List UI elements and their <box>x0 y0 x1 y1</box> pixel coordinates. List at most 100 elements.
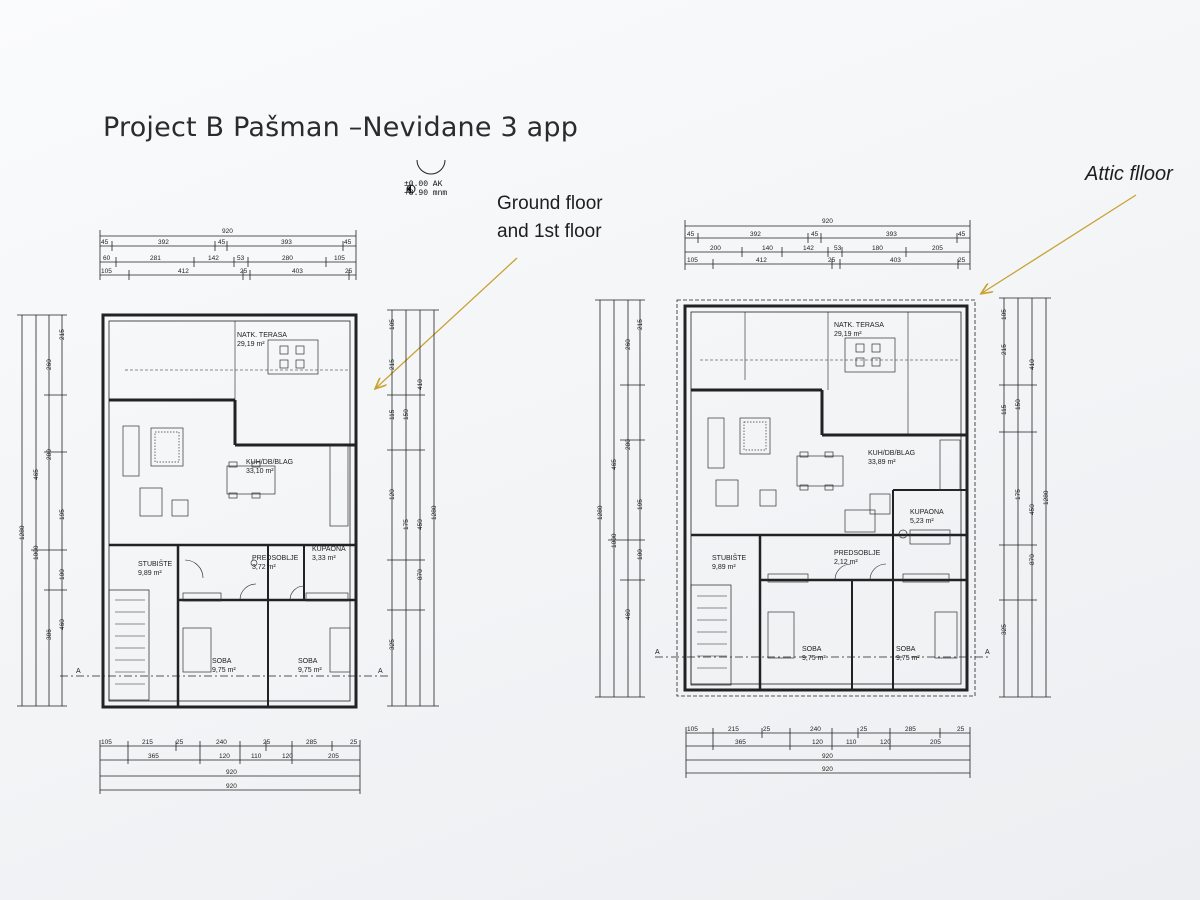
attic-top-total: 920 <box>822 218 833 225</box>
svg-text:325: 325 <box>389 639 396 650</box>
attic-top-r3-c: 25 <box>828 257 836 264</box>
ground-kitchen-name: KUH/DB/BLAG <box>246 459 293 466</box>
attic-floor-plan: 920 45 392 45 393 45 200 140 142 53 180 … <box>595 218 1051 778</box>
attic-stairs-name: STUBIŠTE <box>712 553 747 562</box>
svg-text:410: 410 <box>1029 359 1036 370</box>
svg-text:465: 465 <box>611 459 618 470</box>
ground-top-r1-a: 45 <box>101 239 109 246</box>
svg-text:150: 150 <box>403 409 410 420</box>
svg-text:215: 215 <box>389 359 396 370</box>
ground-top-r1-d: 393 <box>281 239 292 246</box>
attic-top-r3-d: 403 <box>890 257 901 264</box>
attic-bot-r2-c: 110 <box>846 739 857 746</box>
attic-bath-name: KUPAONA <box>910 509 944 516</box>
svg-text:1280: 1280 <box>431 505 438 520</box>
svg-text:1280: 1280 <box>1043 490 1050 505</box>
attic-bot-r1-b: 215 <box>728 726 739 733</box>
ground-bot-r2-d: 120 <box>282 753 293 760</box>
ground-right-dimensions <box>387 309 439 707</box>
ground-bot-r1-f: 285 <box>306 739 317 746</box>
level-mark-line2: +8.90 mnm <box>404 189 448 198</box>
svg-text:175: 175 <box>403 519 410 530</box>
ground-floor-arrow <box>376 257 518 388</box>
svg-text:175: 175 <box>1015 489 1022 500</box>
ground-bed1-area: 9,75 m² <box>212 667 236 674</box>
svg-text:410: 410 <box>417 379 424 390</box>
svg-text:120: 120 <box>389 489 396 500</box>
ground-top-r2-a: 60 <box>103 255 111 262</box>
svg-text:1000: 1000 <box>611 533 618 548</box>
ground-floor-caption: Ground floor and 1st floor <box>497 190 647 245</box>
attic-bath-area: 5,23 m² <box>910 518 934 525</box>
ground-top-r2-e: 280 <box>282 255 293 262</box>
svg-text:105: 105 <box>389 319 396 330</box>
ground-top-r2-c: 142 <box>208 255 219 262</box>
attic-top-r2-c: 142 <box>803 245 814 252</box>
svg-text:386: 386 <box>46 629 53 640</box>
ground-top-r2-f: 105 <box>334 255 345 262</box>
svg-text:1280: 1280 <box>19 525 26 540</box>
ground-bot-r3: 920 <box>226 769 237 776</box>
ground-bot-r1-a: 105 <box>101 739 112 746</box>
ground-floor-plan: 920 45 392 45 393 45 60 281 142 53 280 1… <box>17 228 439 794</box>
attic-top-r1-b: 392 <box>750 231 761 238</box>
ground-stairs-name: STUBIŠTE <box>138 559 173 568</box>
ground-bot-r1-d: 240 <box>216 739 227 746</box>
attic-bot-r1-e: 25 <box>860 726 868 733</box>
attic-terrace-name: NATK. TERASA <box>834 322 884 329</box>
attic-bot-r1-c: 25 <box>763 726 771 733</box>
ground-bot-r1-b: 215 <box>142 739 153 746</box>
ground-top-r2-b: 281 <box>150 255 161 262</box>
attic-walls <box>655 299 990 697</box>
ground-caption-line2: and 1st floor <box>497 220 602 242</box>
attic-floor-arrow <box>982 194 1137 293</box>
ground-bottom-dimensions <box>99 740 361 794</box>
attic-left-dimensions <box>595 299 645 698</box>
attic-top-r3-e: 25 <box>958 257 966 264</box>
ground-section-mark-right: A <box>378 668 383 675</box>
attic-bottom-dimensions <box>685 727 971 778</box>
svg-text:280: 280 <box>46 449 53 460</box>
attic-terrace-area: 29,19 m² <box>834 331 862 338</box>
attic-bed2-name: SOBA <box>896 646 916 653</box>
ground-bot-r1-c: 25 <box>176 739 184 746</box>
attic-stairs-area: 9,89 m² <box>712 564 736 571</box>
attic-hall-name: PREDSOBLJE <box>834 550 881 557</box>
svg-text:450: 450 <box>417 519 424 530</box>
attic-bot-r1-d: 240 <box>810 726 821 733</box>
svg-text:1280: 1280 <box>597 505 604 520</box>
svg-text:100: 100 <box>637 549 644 560</box>
attic-hall-area: 2,12 m² <box>834 559 858 566</box>
svg-text:1000: 1000 <box>33 545 40 560</box>
ground-top-dimensions <box>99 230 357 280</box>
attic-top-r2-a: 200 <box>710 245 721 252</box>
attic-kitchen-area: 33,89 m² <box>868 459 896 466</box>
svg-text:115: 115 <box>389 409 396 420</box>
ground-section-mark-left: A <box>76 668 81 675</box>
attic-bot-r1-f: 285 <box>905 726 916 733</box>
svg-text:260: 260 <box>46 359 53 370</box>
ground-top-r3-b: 412 <box>178 268 189 275</box>
attic-bed1-name: SOBA <box>802 646 822 653</box>
ground-top-r3-e: 25 <box>345 268 353 275</box>
svg-text:100: 100 <box>59 569 66 580</box>
svg-text:450: 450 <box>1029 504 1036 515</box>
attic-bot-r4: 920 <box>822 766 833 773</box>
svg-text:215: 215 <box>1001 344 1008 355</box>
attic-bed2-area: 9,75 m² <box>896 655 920 662</box>
attic-bot-r1-g: 25 <box>957 726 965 733</box>
ground-bath-area: 3,33 m² <box>312 555 336 562</box>
ground-bot-r2-e: 205 <box>328 753 339 760</box>
ground-bath-name: KUPAONA <box>312 546 346 553</box>
attic-furniture <box>707 337 961 659</box>
ground-terrace-name: NATK. TERASA <box>237 332 287 339</box>
attic-top-r1-e: 45 <box>958 231 966 238</box>
attic-top-r3-b: 412 <box>756 257 767 264</box>
ground-bot-r1-g: 25 <box>350 739 358 746</box>
ground-left-dimensions <box>17 314 67 707</box>
level-mark-line1: ±0.00 AK <box>404 180 443 189</box>
ground-hall-area: 3,72 m² <box>252 564 276 571</box>
attic-top-r1-a: 45 <box>687 231 695 238</box>
ground-bot-r2-b: 120 <box>219 753 230 760</box>
